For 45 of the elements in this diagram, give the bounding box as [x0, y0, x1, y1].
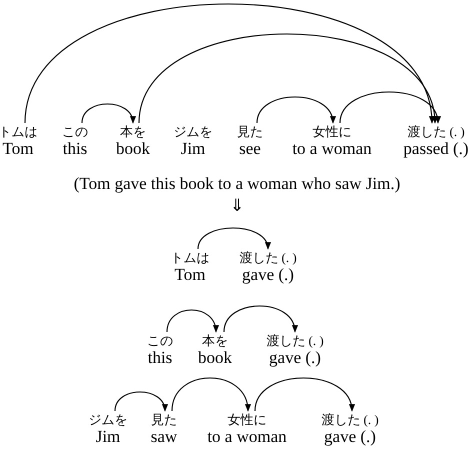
japanese-word: 本を	[120, 124, 146, 139]
japanese-word: 渡した (. )	[407, 124, 465, 139]
english-gloss: to a woman	[292, 139, 372, 158]
dependency-arrow	[171, 378, 250, 412]
japanese-word: 渡した (. )	[239, 250, 297, 265]
translation-sentence: (Tom gave this book to a woman who saw Jim.)	[74, 174, 400, 194]
english-gloss: Tom	[2, 139, 34, 158]
japanese-word: 見た	[237, 124, 263, 139]
japanese-word: ジムを	[174, 124, 212, 139]
japanese-word: 本を	[202, 333, 228, 348]
japanese-word: 女性に	[228, 412, 266, 427]
english-gloss: passed (.)	[403, 139, 469, 158]
english-gloss: Jim	[96, 427, 120, 446]
japanese-word: 渡した (. )	[321, 412, 379, 427]
transformation-symbol: ⇓	[230, 196, 244, 216]
english-gloss: saw	[150, 427, 178, 446]
dependency-arrow	[339, 91, 440, 124]
english-gloss: Jim	[180, 139, 206, 158]
japanese-word: 女性に	[312, 124, 352, 139]
english-gloss: see	[239, 139, 261, 158]
english-gloss: this	[62, 139, 88, 158]
english-gloss: gave (.)	[324, 427, 376, 446]
dependency-arrow	[223, 305, 297, 333]
dependency-arrow	[254, 378, 354, 412]
dependency-arrow	[138, 34, 437, 124]
dependency-arrow	[81, 103, 135, 124]
english-gloss: book	[116, 139, 150, 158]
japanese-word: トムは	[170, 250, 210, 265]
english-gloss: Tom	[174, 265, 206, 284]
japanese-word: トムは	[0, 124, 38, 139]
english-gloss: gave (.)	[242, 265, 294, 284]
dependency-arrow	[24, 4, 434, 124]
japanese-word: 渡した (. )	[266, 333, 324, 348]
dependency-arrow	[197, 227, 270, 250]
english-gloss: book	[198, 348, 232, 367]
english-gloss: this	[148, 348, 172, 367]
dependency-arrow	[166, 309, 218, 333]
japanese-word: この	[62, 124, 88, 139]
english-gloss: to a woman	[207, 427, 287, 446]
dependency-arrow	[114, 392, 167, 412]
dependency-arrow	[256, 96, 335, 124]
english-gloss: gave (.)	[269, 348, 321, 367]
japanese-word: この	[147, 333, 173, 348]
japanese-word: ジムを	[88, 412, 128, 427]
japanese-word: 見た	[151, 412, 177, 427]
